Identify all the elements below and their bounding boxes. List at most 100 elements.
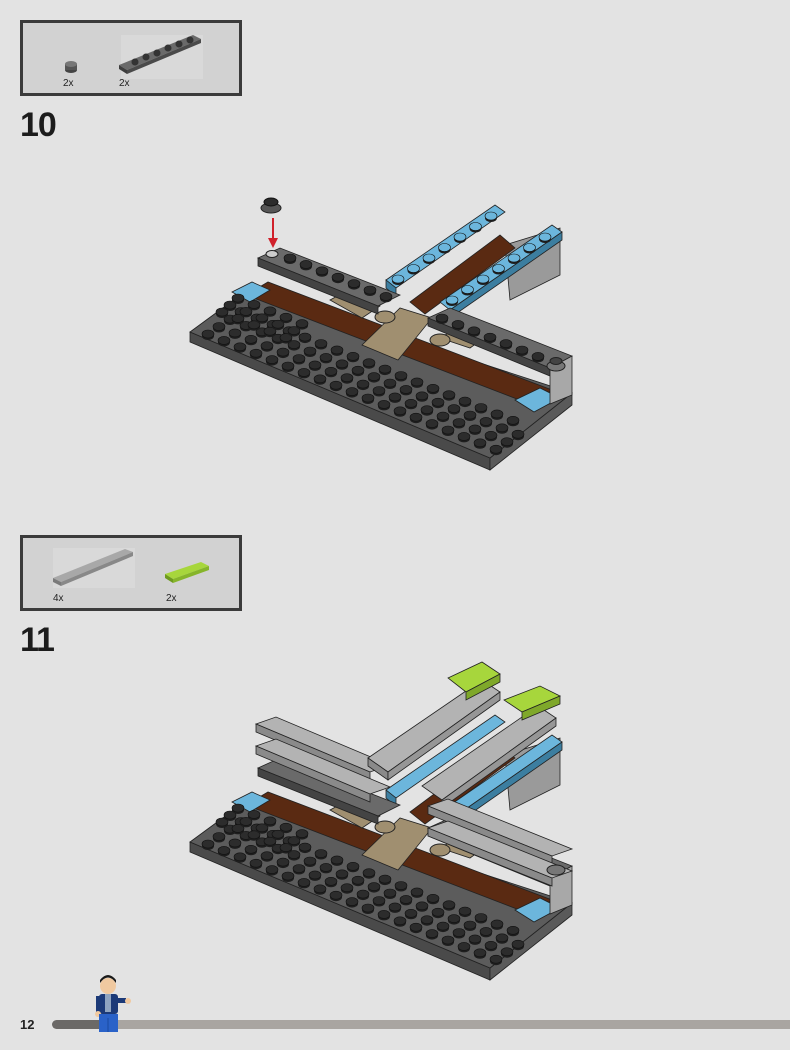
round-tile [374,820,396,834]
stud [362,868,376,878]
stud [297,878,311,887]
stud [244,844,258,854]
part-count: 2x [63,78,74,89]
stud [361,393,375,403]
stud [265,355,279,364]
stud [212,322,226,331]
stud [425,929,439,938]
stud [515,345,529,355]
stud [298,332,312,342]
stud [523,243,536,252]
stud [451,320,465,329]
stud [506,925,520,935]
stud [247,810,261,819]
stud [324,876,338,886]
stud [436,411,450,421]
stud [271,319,285,329]
stud [303,856,317,866]
stud [469,222,482,231]
stud [263,326,277,336]
stud [425,419,439,428]
stud [399,385,413,394]
minifigure-icon [95,975,131,1032]
stud [231,293,245,303]
stud [298,842,312,852]
stud [391,274,405,284]
stud [489,954,503,964]
stud [404,398,418,408]
stud [329,380,343,390]
stud [383,378,397,388]
stud [279,822,293,832]
stud [452,418,466,427]
stud [500,437,514,447]
stud [436,921,450,931]
stud [409,412,423,422]
stud [367,372,381,381]
round-tile [429,333,451,347]
stud [377,400,391,409]
round-tile [429,843,451,857]
part-count: 2x [166,593,177,604]
stud [265,865,279,874]
stud [453,232,467,242]
stud [489,444,503,454]
brown-tile-strip [409,234,516,315]
stud [476,274,490,284]
stud [409,922,423,932]
stud [279,333,293,342]
stud [442,900,456,910]
stud [407,264,420,273]
stud [500,947,514,957]
tile-1x2-lime-icon [165,562,209,583]
stud [314,339,328,348]
stud [484,940,498,950]
stud [420,405,434,415]
light-gray-tile-side [255,745,371,803]
stud [231,803,245,813]
stud [431,397,445,407]
stud [351,365,365,375]
stud [457,942,471,951]
parts-callout-step-10: 2x 2x [20,20,242,96]
stud [441,425,455,435]
stud [347,279,361,288]
stud [474,913,488,922]
stud [201,839,215,849]
stud [215,817,229,827]
stud [233,342,247,352]
part-count: 2x [119,78,130,89]
stud [330,345,344,355]
stud [313,374,327,384]
stud [281,361,295,371]
stud [458,396,472,406]
stud [506,415,520,425]
stud [383,888,397,898]
page-number: 12 [20,1017,35,1032]
stud [308,360,322,370]
stud [442,390,456,400]
stud [468,934,482,944]
stud [426,383,440,393]
stud [507,253,521,263]
part-count: 4x [53,593,64,604]
stud [292,864,306,873]
stud [473,438,487,448]
stud [447,404,461,413]
stud [335,359,349,369]
stud [212,832,226,841]
build-model-step-10 [189,197,573,471]
stud [492,264,505,273]
stud [538,232,552,242]
stud [393,406,407,416]
stud [346,351,360,361]
stud [379,292,393,301]
stud [377,910,391,919]
stud [378,364,392,374]
stud [331,272,345,282]
stud [239,307,253,316]
stud [263,306,277,316]
round-plate-target [265,250,279,258]
stud [233,852,247,862]
stud [415,901,429,911]
